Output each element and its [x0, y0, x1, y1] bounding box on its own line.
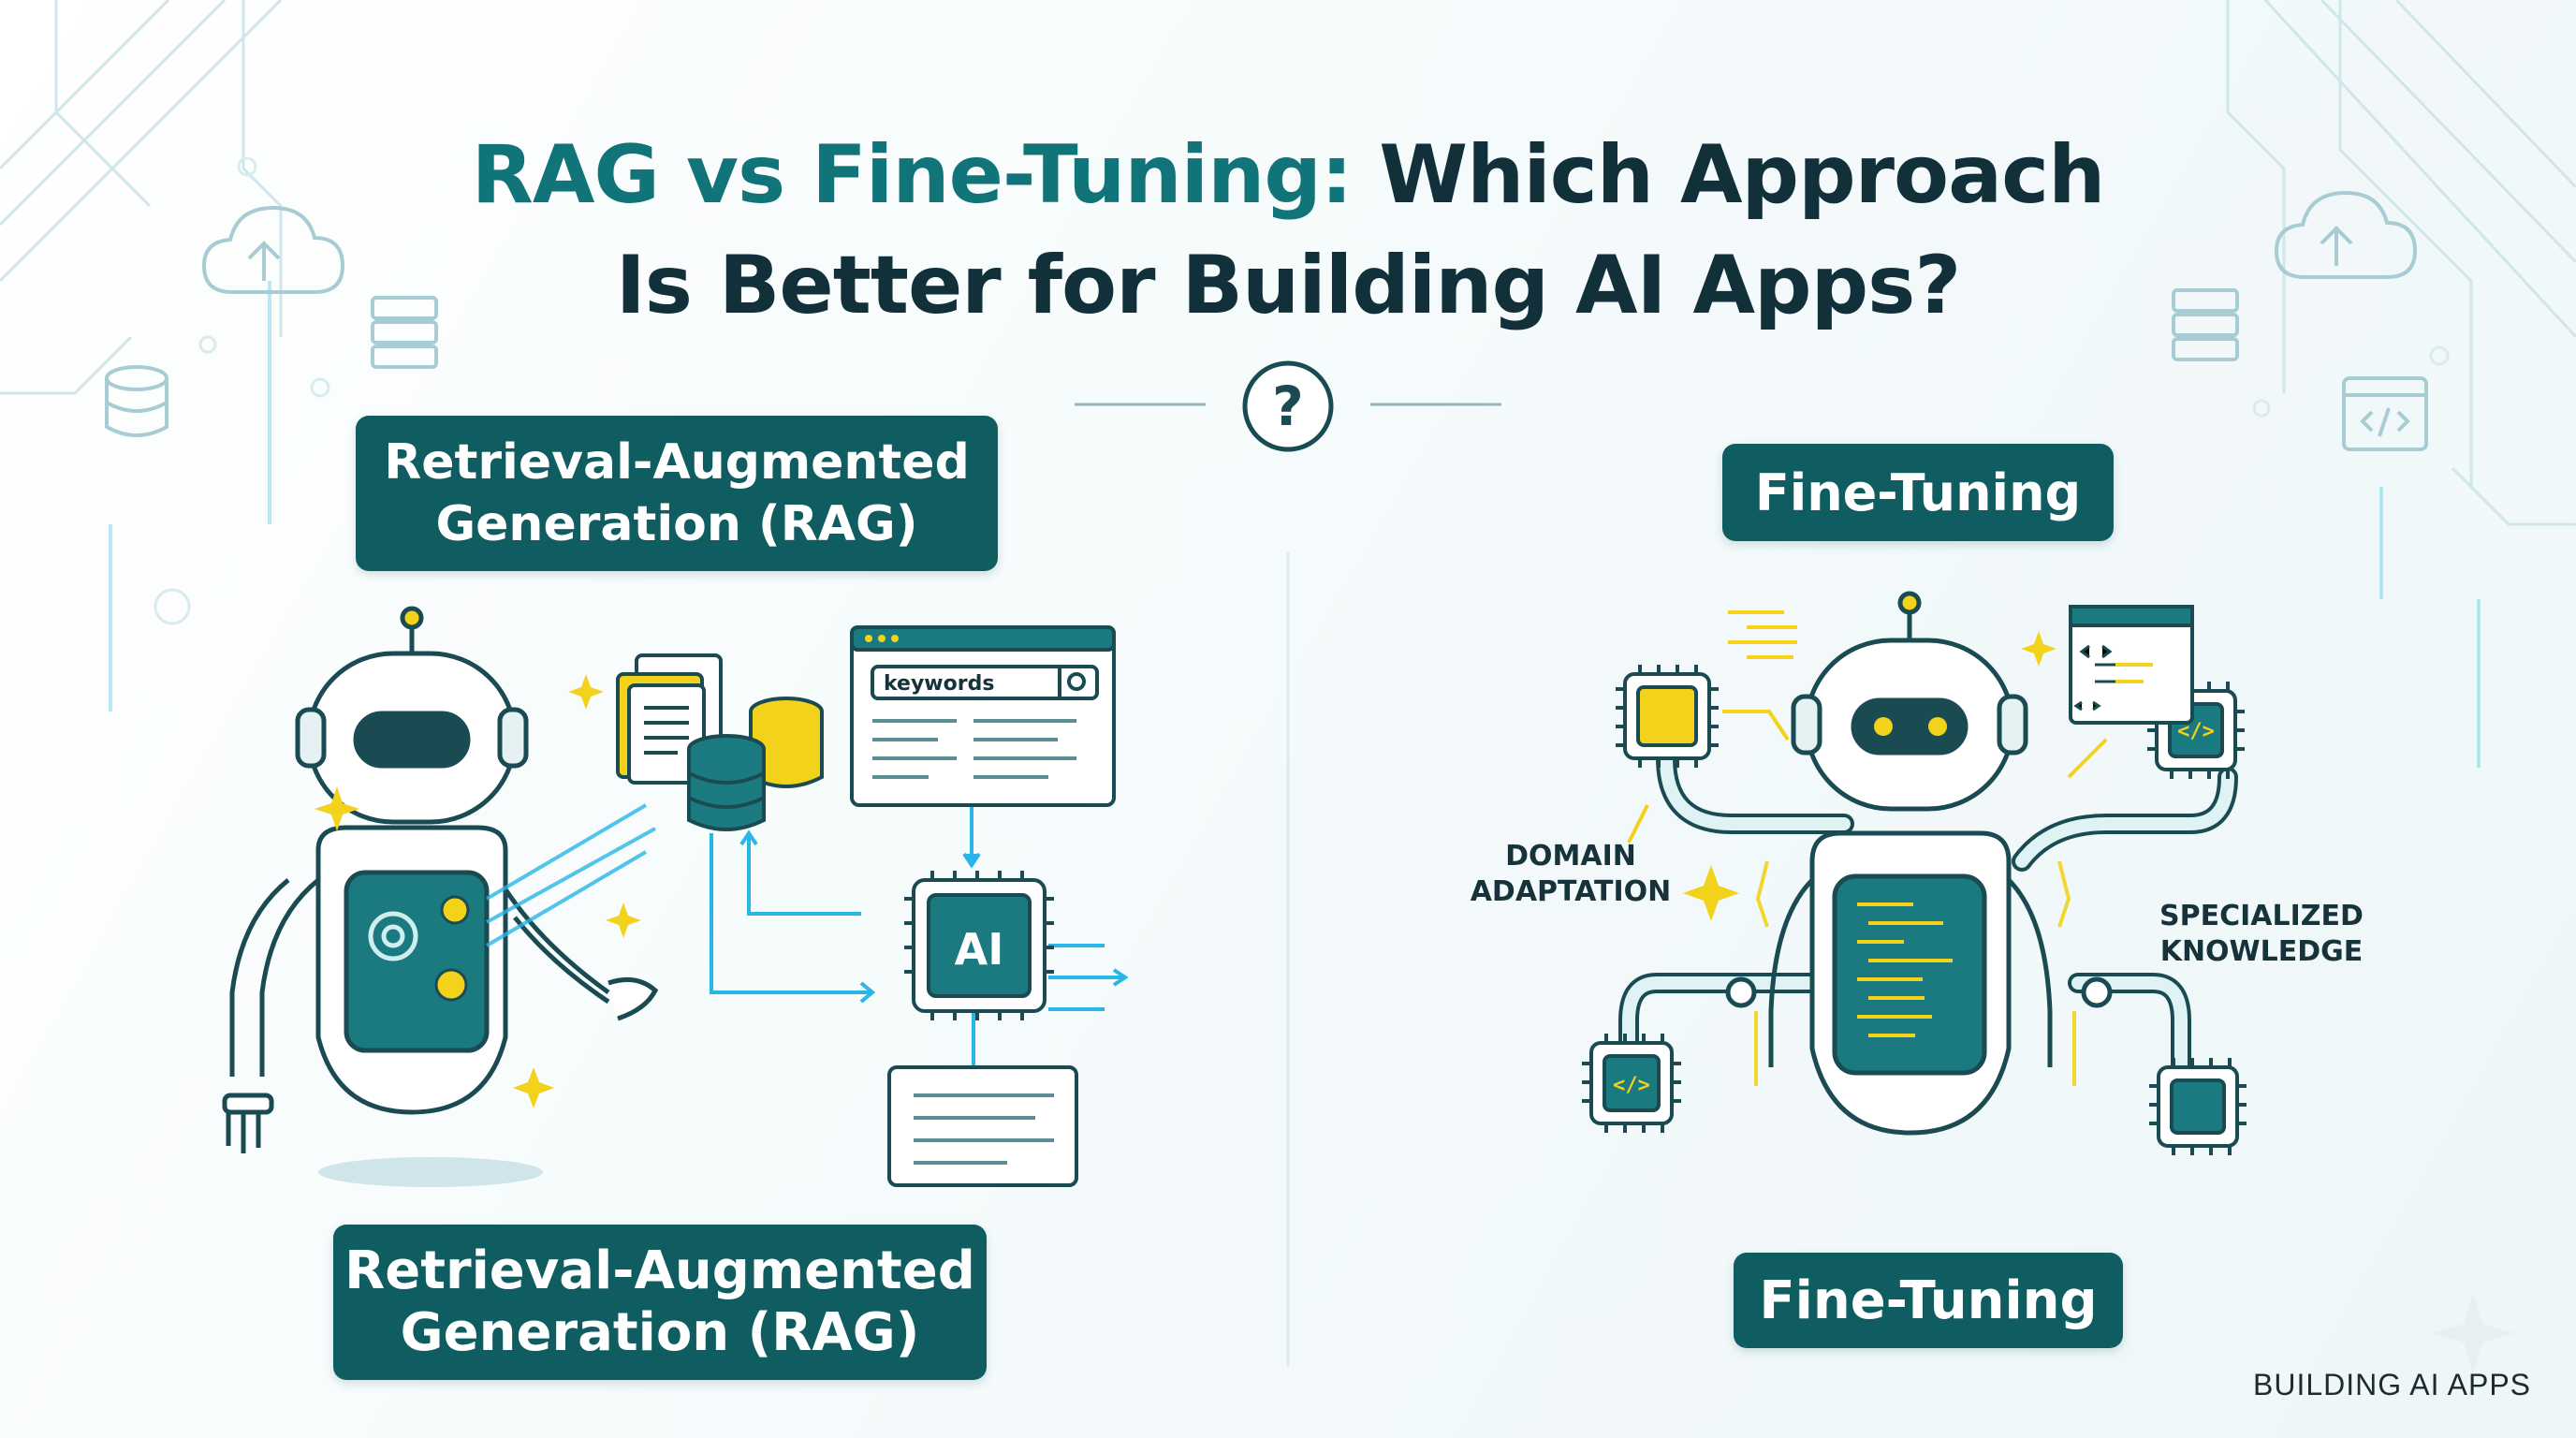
code-lines-icon	[1728, 610, 1797, 659]
fine-tuning-illustration: </> </>	[1582, 591, 2247, 1155]
ai-chip-label: AI	[955, 924, 1004, 975]
title-line1-rest: Which Approach	[1352, 128, 2105, 222]
search-icon	[1067, 672, 1086, 691]
rag-label-top-line2: Generation (RAG)	[435, 496, 918, 552]
search-window	[850, 625, 1116, 807]
specialized-knowledge-line1: SPECIALIZED	[2159, 900, 2364, 932]
question-icon: ?	[1242, 360, 1334, 452]
domain-adaptation-line2: ADAPTATION	[1470, 875, 1672, 908]
footer-brand: BUILDING AI APPS	[2253, 1368, 2531, 1401]
sparkle-icon	[315, 674, 641, 1108]
output-document	[887, 1065, 1078, 1187]
database-icon	[105, 365, 168, 437]
fine-tuning-label-bottom-text: Fine-Tuning	[1759, 1269, 2098, 1331]
cloud-upload-icon	[201, 205, 345, 294]
ai-chip-icon	[904, 871, 1054, 1020]
specialized-knowledge-caption: SPECIALIZED KNOWLEDGE	[2149, 899, 2374, 970]
title-line2: Is Better for Building AI Apps?	[615, 239, 1962, 332]
code-chip-glyph-bottom: </>	[1613, 1074, 1650, 1097]
server-icon	[371, 288, 2239, 369]
cloud-upload-icon-right	[2274, 190, 2418, 279]
page-title: RAG vs Fine-Tuning: Which Approach Is Be…	[0, 120, 2576, 341]
fine-tuning-robot	[1725, 591, 2113, 1136]
question-mark: ?	[1272, 374, 1304, 438]
fine-tuning-label-bottom: Fine-Tuning	[1734, 1253, 2123, 1348]
database-icon	[687, 697, 824, 831]
code-window-icon	[2342, 376, 2428, 451]
document-icon	[616, 653, 723, 785]
gear-icon	[368, 911, 418, 961]
cpu-chip-icon	[1616, 665, 1719, 768]
code-window-icon	[2069, 605, 2194, 725]
chest-code	[1857, 902, 1953, 1037]
fine-tuning-label-top-text: Fine-Tuning	[1754, 462, 2082, 522]
sparkle-icon	[1683, 631, 2056, 921]
cpu-chip-icon-bottom-right	[2149, 1058, 2247, 1155]
title-accent: RAG vs Fine-Tuning:	[471, 128, 1354, 222]
rag-label-bottom: Retrieval-Augmented Generation (RAG)	[333, 1225, 987, 1380]
fine-tuning-label-top: Fine-Tuning	[1722, 444, 2114, 541]
code-chip-icon-bottom-left	[1582, 1034, 1681, 1133]
domain-adaptation-line1: DOMAIN	[1505, 840, 1636, 873]
rag-illustration: keywords AI	[222, 606, 1129, 1187]
rag-label-bottom-line1: Retrieval-Augmented	[344, 1240, 975, 1301]
rag-label-top: Retrieval-Augmented Generation (RAG)	[356, 416, 998, 571]
specialized-knowledge-line2: KNOWLEDGE	[2159, 935, 2364, 968]
rag-label-top-line1: Retrieval-Augmented	[384, 434, 970, 491]
domain-adaptation-caption: DOMAIN ADAPTATION	[1468, 839, 1674, 910]
gear-icon-small	[434, 895, 470, 1002]
rag-label-bottom-line2: Generation (RAG)	[400, 1302, 920, 1363]
search-keyword: keywords	[884, 672, 994, 696]
robot-shadow	[318, 1157, 543, 1187]
